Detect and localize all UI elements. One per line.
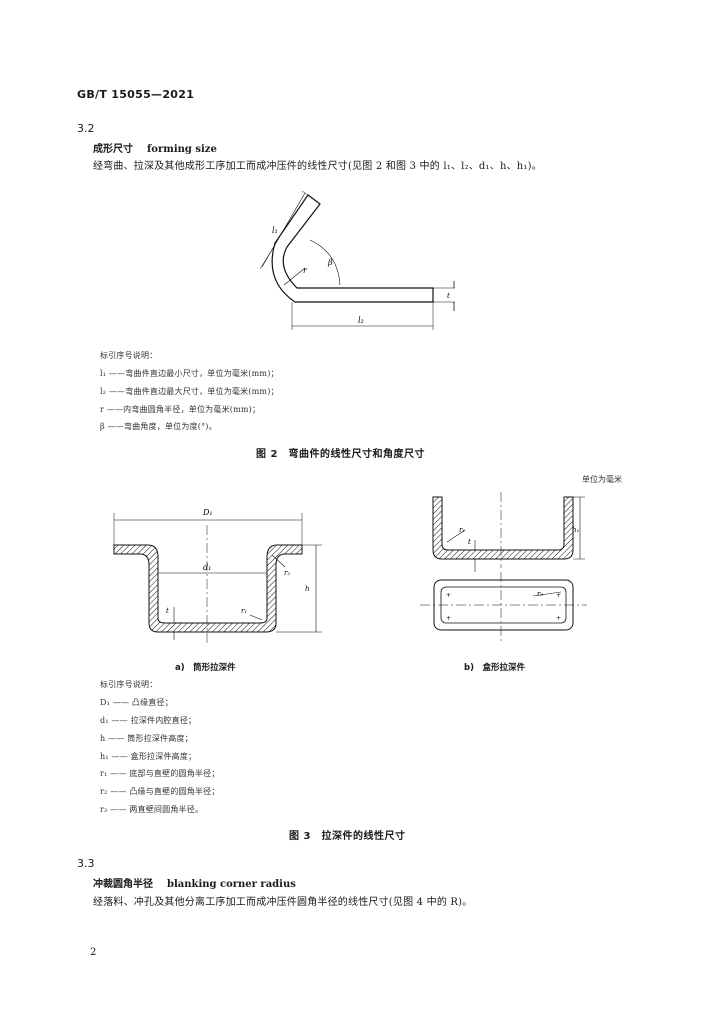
cylindrical-cup-section <box>113 544 303 633</box>
label-l1: l₁ <box>272 226 278 235</box>
figure-3b-drawing: h₁ r₁ t + + + + r₃ <box>420 492 587 642</box>
legend-item: r ——内弯曲圆角半径，单位为毫米(mm)； <box>100 405 261 414</box>
bent-part <box>271 194 434 303</box>
term-en: blanking corner radius <box>167 879 296 890</box>
svg-text:t: t <box>166 607 169 615</box>
figure-3a-drawing: D₁ d₁ h t r₁ r₂ <box>113 508 322 645</box>
svg-text:+: + <box>446 615 451 622</box>
label-r1-box: r₁ <box>459 526 465 534</box>
clause-number: 3.2 <box>77 122 95 135</box>
legend-item: h —— 筒形拉深件高度； <box>100 734 193 743</box>
label-t: t <box>447 292 450 300</box>
beta-arc <box>309 239 341 286</box>
label-beta: β <box>327 258 333 267</box>
legend-item: d₁ —— 拉深件内腔直径； <box>100 716 197 725</box>
term-definition: 经弯曲、拉深及其他成形工序加工而成冲压件的线性尺寸(见图 2 和图 3 中的 l… <box>93 161 542 172</box>
unit-note: 单位为毫米 <box>582 475 622 484</box>
label-l2: l₂ <box>358 316 364 325</box>
standard-number: GB/T 15055—2021 <box>77 88 195 101</box>
legend-item: r₃ —— 两直壁间圆角半径。 <box>100 805 204 814</box>
figure-3-caption: 图 3 拉深件的线性尺寸 <box>289 831 406 842</box>
term-en: forming size <box>147 144 217 155</box>
label-r2: r₂ <box>284 569 290 577</box>
box-section <box>432 496 574 560</box>
legend-item: D₁ —— 凸缘直径； <box>100 698 173 707</box>
label-D1: D₁ <box>202 508 213 517</box>
label-d1: d₁ <box>203 563 211 572</box>
legend-title: 标引序号说明： <box>100 351 158 360</box>
term-definition: 经落料、冲孔及其他分离工序加工而成冲压件圆角半径的线性尺寸(见图 4 中的 R)… <box>93 897 473 908</box>
term-zh: 冲裁圆角半径 <box>93 879 153 890</box>
r1-leader <box>249 614 263 621</box>
term-heading: 冲裁圆角半径 blanking corner radius <box>93 875 296 890</box>
subfigure-a-caption: a) 筒形拉深件 <box>175 663 236 673</box>
svg-text:+: + <box>556 615 561 622</box>
r2-leader <box>271 554 286 568</box>
svg-text:+: + <box>556 592 561 599</box>
label-r: r <box>303 266 308 275</box>
legend-item: r₂ —— 凸缘与直壁的圆角半径； <box>100 787 220 796</box>
clause-number: 3.3 <box>77 857 95 870</box>
legend-item: l₁ ——弯曲件直边最小尺寸，单位为毫米(mm)； <box>100 369 279 378</box>
r3-leader <box>532 591 562 597</box>
term-heading: 成形尺寸 forming size <box>93 140 217 155</box>
label-r1: r₁ <box>241 607 247 615</box>
svg-text:+: + <box>446 592 451 599</box>
legend-item: r₁ —— 底部与直壁的圆角半径； <box>100 769 220 778</box>
label-h: h <box>305 585 310 593</box>
r-leader <box>283 267 306 286</box>
legend-item: h₁ —— 盒形拉深件高度； <box>100 752 197 761</box>
page-number: 2 <box>90 947 97 958</box>
label-h1: h₁ <box>572 526 580 534</box>
svg-text:t: t <box>468 538 471 546</box>
subfigure-b-caption: b) 盒形拉深件 <box>464 663 525 673</box>
legend-item: β ——弯曲角度，单位为度(°)。 <box>100 422 217 431</box>
figure-2-drawing: l₁ β r t l₂ <box>259 190 455 330</box>
legend-title: 标引序号说明： <box>100 680 158 689</box>
legend-item: l₂ ——弯曲件直边最大尺寸，单位为毫米(mm)； <box>100 387 279 396</box>
label-r3: r₃ <box>537 590 543 598</box>
term-zh: 成形尺寸 <box>93 144 133 155</box>
figure-2-caption: 图 2 弯曲件的线性尺寸和角度尺寸 <box>256 449 425 460</box>
r1-leader-box <box>446 529 466 543</box>
